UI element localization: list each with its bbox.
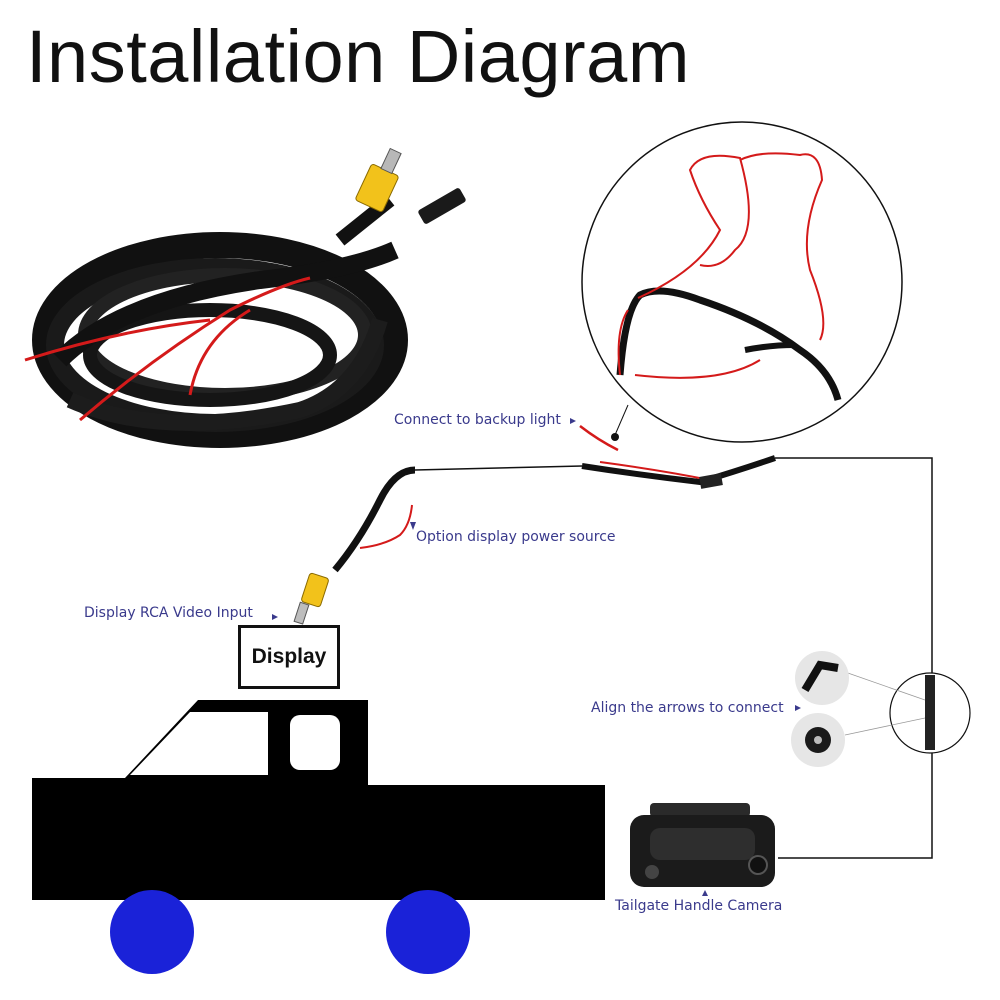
connector-detail [791,651,971,767]
pointer-arrows [272,418,801,896]
rca-input-label: Display RCA Video Input [84,605,253,621]
harness-cable [293,425,933,859]
cable-harness-image [24,147,466,448]
display-box: Display [238,625,340,689]
align-arrows-label: Align the arrows to connect [591,700,784,716]
backup-light-label: Connect to backup light [394,412,561,428]
power-source-label: Option display power source [416,529,616,545]
display-label: Display [251,645,327,668]
tailgate-handle-camera-image [630,803,775,887]
tailgate-camera-label: Tailgate Handle Camera [615,898,783,914]
page-title: Installation Diagram [26,15,690,98]
wire-detail-inset [581,121,903,443]
truck-silhouette [32,700,605,974]
front-wheel [110,890,194,974]
rear-wheel [386,890,470,974]
